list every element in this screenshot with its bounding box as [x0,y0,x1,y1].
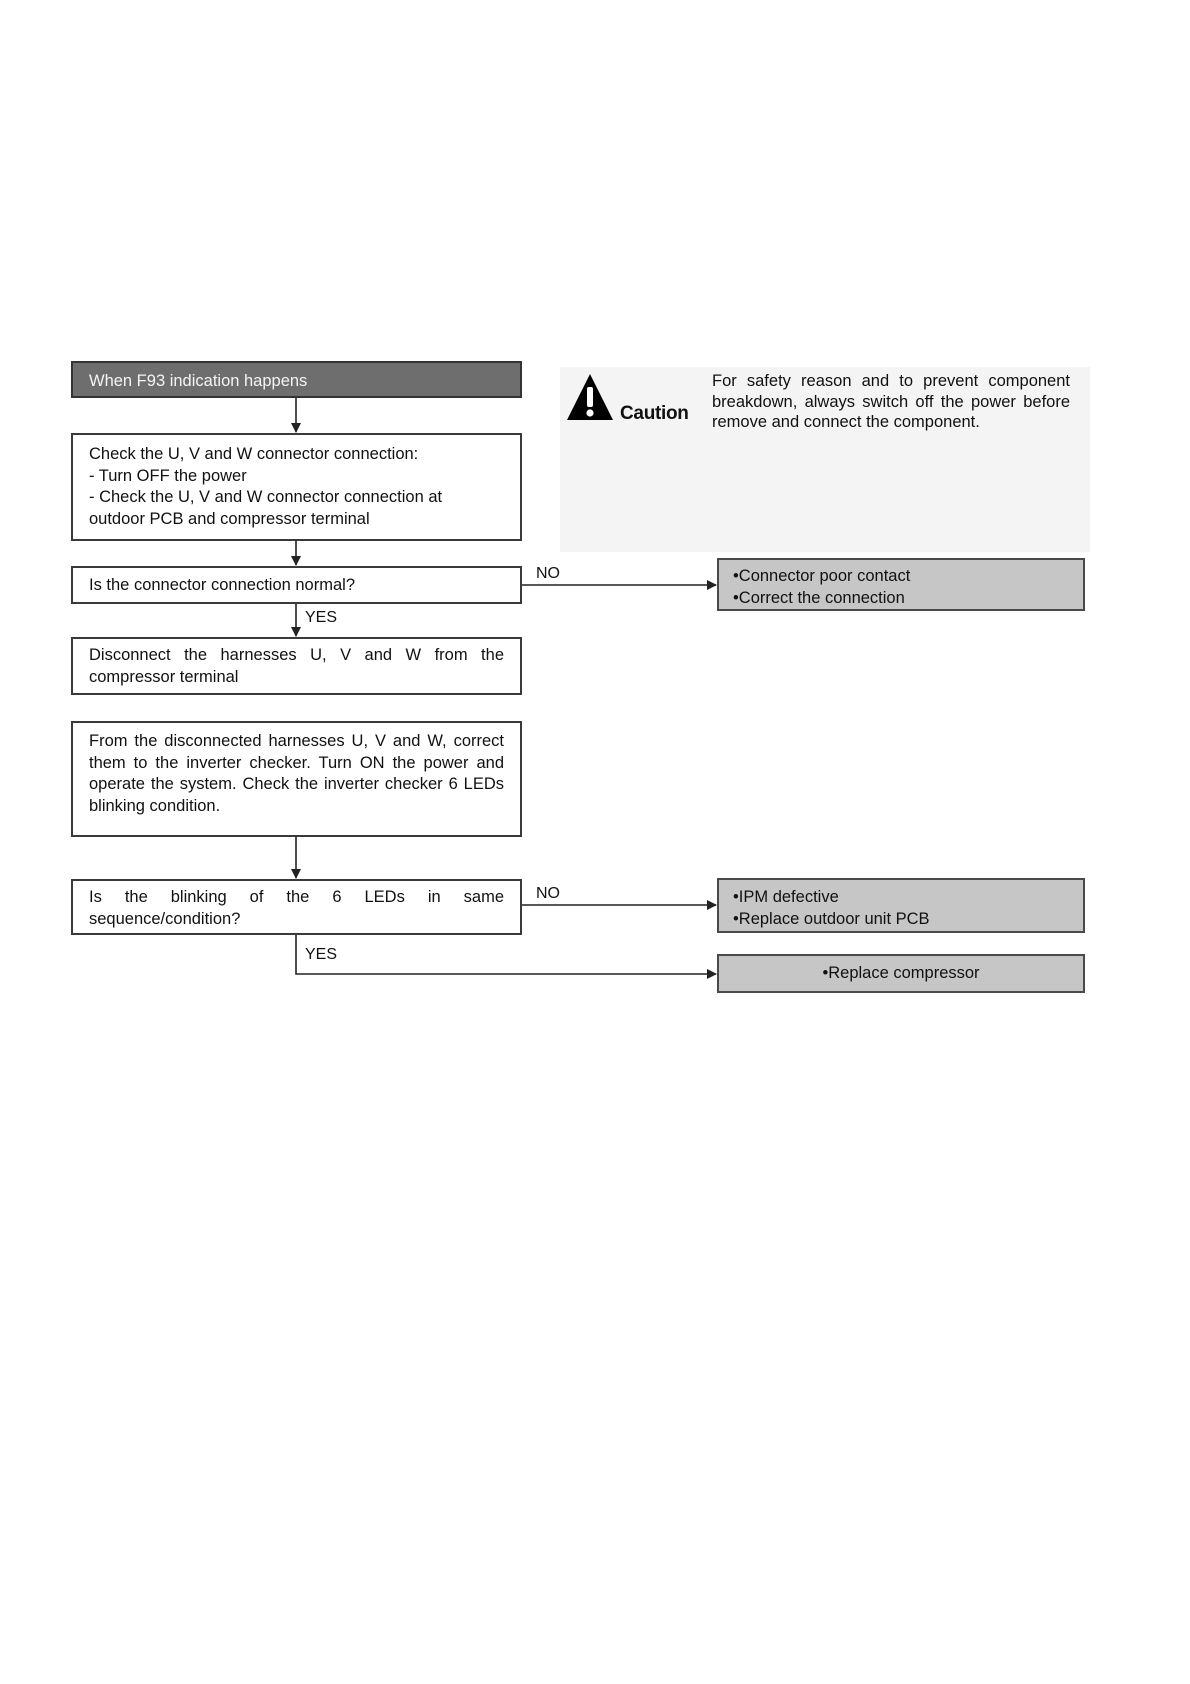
caution-text: For safety reason and to prevent compone… [712,372,1070,431]
decision-connector-box: Is the connector connection normal? [71,566,522,604]
check-connector-box: Check the U, V and W connector connectio… [71,433,522,541]
disconnect-label: Disconnect the harnesses U, V and W from… [89,646,504,686]
result-ipm-box: IPM defective Replace outdoor unit PCB [717,878,1085,933]
start-box: When F93 indication happens [71,361,522,398]
result-ipm-item-1: IPM defective [733,887,1069,909]
check-line-3: - Check the U, V and W connector connect… [89,488,443,506]
result-compressor-box: Replace compressor [717,954,1085,993]
result-connector-box: Connector poor contact Correct the conne… [717,558,1085,611]
yes-label-leds: YES [305,946,338,963]
arrow-yes-to-compressor-result [295,935,717,979]
inverter-checker-label: From the disconnected harnesses U, V and… [89,732,504,815]
decision-leds-box: Is the blinking of the 6 LEDs in same se… [71,879,522,935]
caution-label: Caution [620,403,689,424]
no-label-leds: NO [536,885,560,902]
check-line-4: outdoor PCB and compressor terminal [89,509,370,528]
no-label-connector: NO [536,565,560,582]
decision-leds-label: Is the blinking of the 6 LEDs in same se… [89,888,504,928]
result-connector-item-2: Correct the connection [733,588,1069,610]
yes-label-connector: YES [305,609,338,626]
inverter-checker-box: From the disconnected harnesses U, V and… [71,721,522,837]
start-label: When F93 indication happens [89,372,308,390]
decision-connector-label: Is the connector connection normal? [89,576,355,594]
warning-triangle-icon [567,374,613,420]
caution-panel [560,367,1090,552]
result-compressor-item: Replace compressor [822,963,979,985]
disconnect-box: Disconnect the harnesses U, V and W from… [71,637,522,695]
check-line-1: Check the U, V and W connector connectio… [89,445,419,463]
check-line-2: - Turn OFF the power [89,466,247,485]
result-connector-item-1: Connector poor contact [733,566,1069,588]
result-ipm-item-2: Replace outdoor unit PCB [733,909,1069,931]
